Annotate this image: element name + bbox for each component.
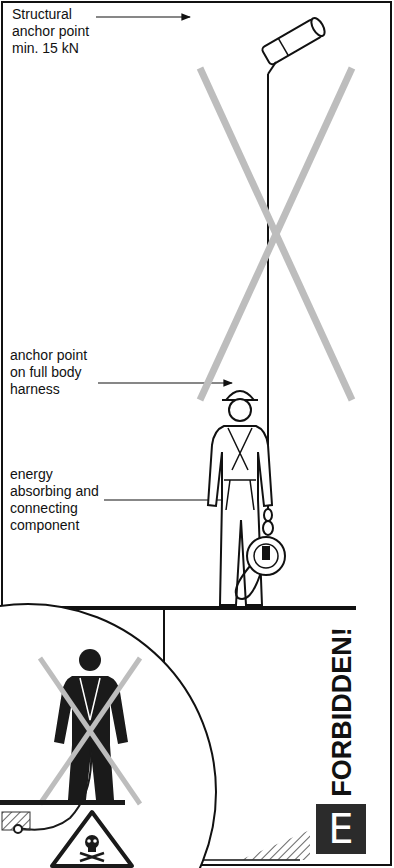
- warning-label: FORBIDDEN!: [327, 627, 357, 797]
- anchor-label: Structural anchor point min. 15 kN: [12, 6, 104, 57]
- forbidden-cross: [40, 658, 140, 804]
- forbidden-cross: [40, 658, 140, 804]
- leader-line: [98, 382, 232, 383]
- anchor-sling: [268, 62, 276, 74]
- fallen-figure: [54, 649, 128, 800]
- harness-label: anchor point on full body harness: [10, 347, 102, 398]
- energy-absorber: [236, 537, 285, 599]
- badge-letter: E: [328, 807, 353, 851]
- ground: [0, 800, 125, 805]
- leader-line: [96, 16, 190, 17]
- inset-circle: [0, 604, 216, 868]
- forbidden-cross: [200, 68, 352, 400]
- warning-triangle: [52, 812, 132, 866]
- connector: [264, 509, 272, 521]
- letter-badge: E: [316, 804, 366, 854]
- anchor-beam: [261, 16, 327, 66]
- absorber-label: energy absorbing and connecting componen…: [10, 466, 114, 534]
- forbidden-cross: [200, 68, 352, 400]
- connector: [263, 521, 273, 535]
